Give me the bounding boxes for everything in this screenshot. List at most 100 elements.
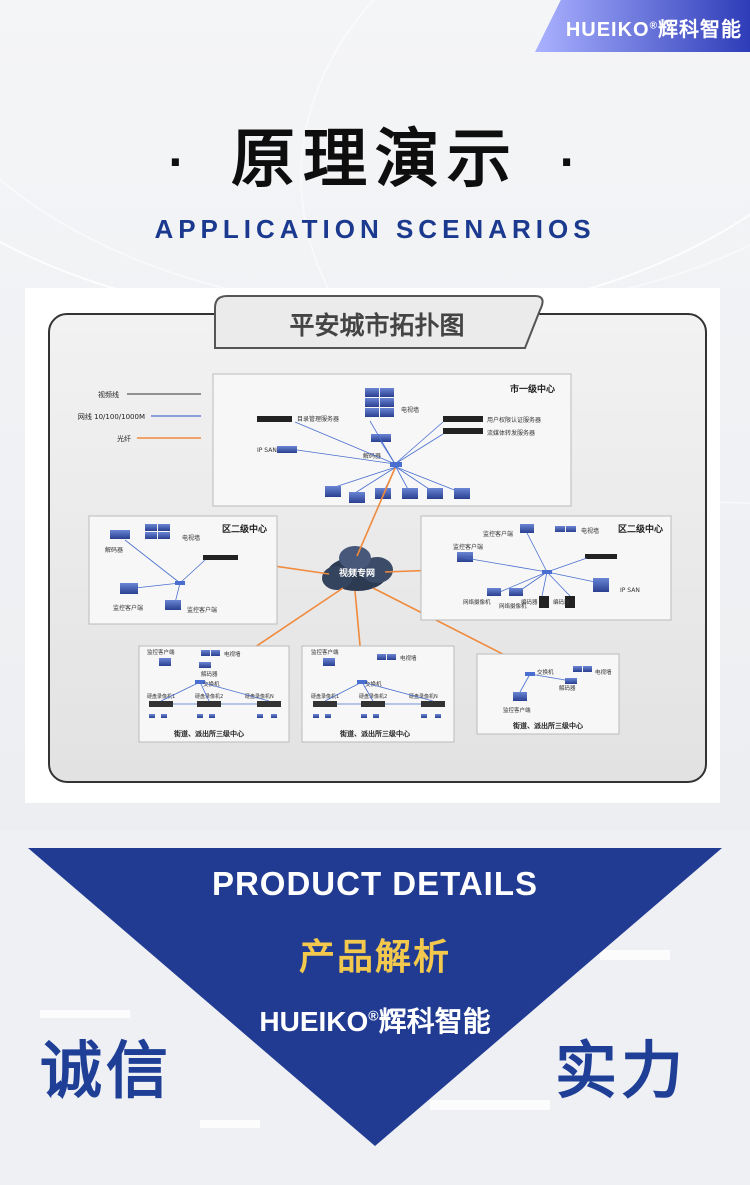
server-icon [443,416,483,422]
client-icon [323,658,335,666]
district-left-tv-label: 电视墙 [182,534,200,542]
street1-dvr1-label: 硬盘录像机1 [147,693,175,700]
district-left-decoder-label: 解码器 [105,546,123,554]
cloud-label: 视频专网 [339,567,375,579]
brand-banner [535,0,750,52]
street2-client-label: 监控客户端 [311,648,339,656]
switch-icon [390,462,402,467]
district-right-ipsan-label: IP SAN [620,587,640,594]
dvr-icon [313,701,337,707]
district-right-client1-label: 监控客户端 [483,530,513,538]
product-brand-logo: HUEIKO®辉科智能 [259,1006,491,1037]
dvr-icon [149,701,173,707]
tv-wall-icon [377,654,396,660]
decoder-icon [110,530,130,539]
auth-server-label: 用户权限认证服务器 [487,416,541,424]
ipsan-icon [277,446,297,453]
bg-pattern [200,1120,260,1128]
dvr-icon [197,701,221,707]
street2-dvr1-label: 硬盘录像机1 [311,693,339,700]
legend-label-fiber: 光纤 [117,434,131,443]
district-left-client1-label: 监控客户端 [113,604,143,612]
dvr-icon [421,701,445,707]
street-center-2: 监控客户端 电视墙 交换机 硬盘录像机1 硬盘录像机2 硬盘录像机N 街道、派出… [301,645,455,743]
page-subtitle: APPLICATION SCENARIOS [154,214,596,244]
district-right-nvr1-label: 网络摄像机 [463,598,491,606]
diagram-title-tab [214,295,544,349]
slogan-right: 实力 [555,1034,688,1107]
district-right-label: 区二级中心 [618,523,663,535]
client-icons [325,486,470,503]
media-server-label: 流媒体转发服务器 [487,429,535,437]
district-right: 区二级中心 监控客户端 电视墙 监控客户端 IP SAN 网络摄像机 网络摄像机… [420,515,672,621]
ipsan-icon [593,578,609,592]
decoder-icon [371,434,391,442]
district-right-nvr2-label: 网络摄像机 [499,602,527,610]
legend-label-video: 视频线 [98,390,119,399]
camera-icons [149,714,277,718]
street2-switch-label: 交换机 [365,680,382,688]
client-icon [513,692,527,701]
district-right-enc2-label: 编码器 [553,598,570,606]
decoder-icon [199,662,211,668]
product-details-cn: 产品解析 [298,937,451,978]
server-icon [257,416,292,422]
topology-diagram: 平安城市拓扑图 视频线 网线 10/100/1000M 光纤 市一级中心 电视墙… [25,288,720,803]
city-tv-wall-label: 电视墙 [401,406,419,414]
camera-icon [487,588,501,596]
street1-decoder-label: 解码器 [201,670,218,678]
tv-wall-icon [145,524,170,539]
dir-server-label: 目录管理服务器 [297,415,339,423]
street1-switch-label: 交换机 [203,680,220,688]
camera-icons [313,714,441,718]
video-network-cloud: 视频专网 [322,546,393,591]
bg-pattern [600,950,670,960]
tv-wall-icon [555,526,576,532]
client-icon [165,600,181,610]
server-icon [203,555,238,560]
district-left-client2-label: 监控客户端 [187,606,217,614]
client-icon [159,658,171,666]
city-center: 市一级中心 电视墙 目录管理服务器 用户权限认证服务器 流媒体转发服务器 IP … [212,373,572,507]
street2-dvr2-label: 硬盘录像机2 [359,693,387,700]
bg-pattern [430,1100,550,1110]
district-left: 区二级中心 电视墙 解码器 监控客户端 监控客户端 [88,515,278,625]
district-right-enc1-label: 编码器 [521,598,538,606]
diagram-title: 平安城市拓扑图 [289,311,464,340]
city-decoder-label: 解码器 [363,452,381,460]
district-right-tv-label: 电视墙 [581,527,599,535]
legend: 视频线 网线 10/100/1000M 光纤 [78,390,201,443]
street3-switch-label: 交换机 [537,668,554,676]
street2-dvrn-label: 硬盘录像机N [409,693,438,700]
street1-dvr2-label: 硬盘录像机2 [195,693,223,700]
city-center-label: 市一级中心 [510,383,555,395]
client-icon [520,524,534,533]
encoder-icon [539,596,549,608]
title-dot-right: · [559,140,583,187]
street1-dvrn-label: 硬盘录像机N [245,693,274,700]
product-details-heading: PRODUCT DETAILS [211,865,539,902]
city-ipsan-label: IP SAN [257,447,277,454]
tv-wall-icon [365,388,394,417]
bottom-section [0,830,750,1185]
encoder-icon [565,596,575,608]
street1-tv-label: 电视墙 [224,650,241,658]
street2-label: 街道、派出所三级中心 [339,729,410,738]
bg-pattern [40,1010,130,1018]
street3-label: 街道、派出所三级中心 [512,721,583,730]
street1-label: 街道、派出所三级中心 [173,729,244,738]
tv-wall-icon [201,650,220,656]
street3-client-label: 监控客户端 [503,706,531,714]
client-icon [457,552,473,562]
dvr-icon [257,701,281,707]
street-center-1: 监控客户端 电视墙 解码器 交换机 硬盘录像机1 硬盘录像机2 硬盘录像机N 街… [138,645,290,743]
street2-tv-label: 电视墙 [400,654,417,662]
street3-decoder-label: 解码器 [559,684,576,692]
street1-client-label: 监控客户端 [147,648,175,656]
title-dot-left: · [167,140,191,187]
legend-label-net: 网线 10/100/1000M [78,412,145,421]
dvr-icon [361,701,385,707]
server-icon [585,554,617,559]
camera-icon [509,588,523,596]
street-center-3: 交换机 电视墙 解码器 监控客户端 街道、派出所三级中心 [476,653,620,735]
